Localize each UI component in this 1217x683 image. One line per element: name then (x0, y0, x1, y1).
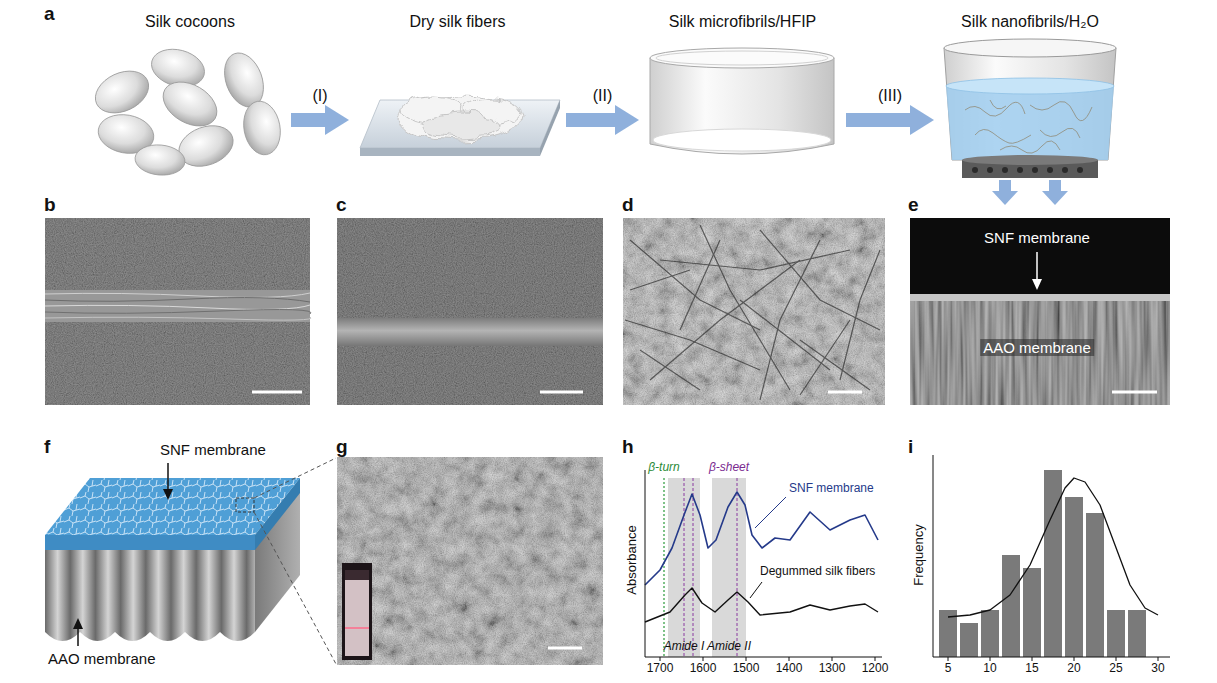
tick-label: 25 (1109, 662, 1122, 676)
callout-label: SNF membrane (160, 441, 266, 458)
panel-letter: b (44, 194, 56, 216)
process-stage: Dry silk fibers (355, 12, 560, 162)
curve-label: Degummed silk fibers (760, 565, 875, 579)
ftir-spectra (645, 470, 882, 661)
filter-funnel-illustration (944, 39, 1116, 205)
panel-letter: i (908, 436, 913, 458)
process-arrow (566, 113, 615, 127)
axis-title: Frequency (912, 524, 927, 585)
dry-fiber-illustration (360, 96, 560, 156)
stage-title: Silk cocoons (95, 12, 285, 31)
image-label: AAO membrane (980, 339, 1094, 356)
axis-title: Absorbance (625, 525, 640, 594)
panel-letter: e (908, 194, 919, 216)
beaker-illustration (650, 48, 834, 154)
tick-label: 30 (1151, 662, 1164, 676)
sem-image-c (337, 218, 603, 405)
band-label: Amide II (707, 640, 751, 654)
stage-title: Silk microfibrils/HFIP (645, 12, 840, 31)
tick-label: 1600 (690, 662, 717, 676)
sem-image-e (910, 218, 1170, 405)
tick-label: 1700 (647, 662, 674, 676)
process-stage: Silk microfibrils/HFIP (645, 12, 840, 162)
step-label: (III) (878, 87, 902, 105)
stage-title: Silk nanofibrils/H₂O (940, 12, 1120, 31)
stage-title: Dry silk fibers (355, 12, 560, 31)
band-label: β-sheet (709, 461, 749, 475)
band-label: β-turn (648, 461, 680, 475)
panel-letter: d (622, 194, 634, 216)
process-arrow (846, 113, 910, 127)
tick-label: 20 (1067, 662, 1080, 676)
sem-image-g (337, 457, 603, 665)
panel-letter: f (44, 436, 50, 458)
connector-group (291, 120, 910, 121)
tick-label: 1400 (776, 662, 803, 676)
process-arrow (291, 113, 325, 127)
tick-label: 1300 (819, 662, 846, 676)
sem-image-d (623, 218, 885, 405)
process-stage: Silk cocoons (95, 12, 285, 172)
panel-letter: c (336, 194, 347, 216)
image-label: SNF membrane (984, 229, 1090, 246)
membrane-schematic (45, 458, 336, 664)
tick-label: 15 (1025, 662, 1038, 676)
cocoon-illustration (89, 44, 285, 177)
panel-letter: a (44, 3, 55, 25)
process-stage: Silk nanofibrils/H₂O (940, 12, 1120, 207)
tick-label: 1200 (862, 662, 889, 676)
tick-label: 10 (983, 662, 996, 676)
size-histogram (933, 455, 1170, 661)
sem-image-b (45, 218, 311, 405)
callout-label: AAO membrane (48, 650, 156, 667)
step-label: (I) (312, 87, 327, 105)
panel-letter: h (622, 436, 634, 458)
tick-label: 5 (945, 662, 952, 676)
curve-label: SNF membrane (789, 482, 874, 496)
band-label: Amide I (664, 640, 705, 654)
step-label: (II) (593, 87, 613, 105)
tick-label: 1500 (733, 662, 760, 676)
panel-letter: g (336, 436, 348, 458)
